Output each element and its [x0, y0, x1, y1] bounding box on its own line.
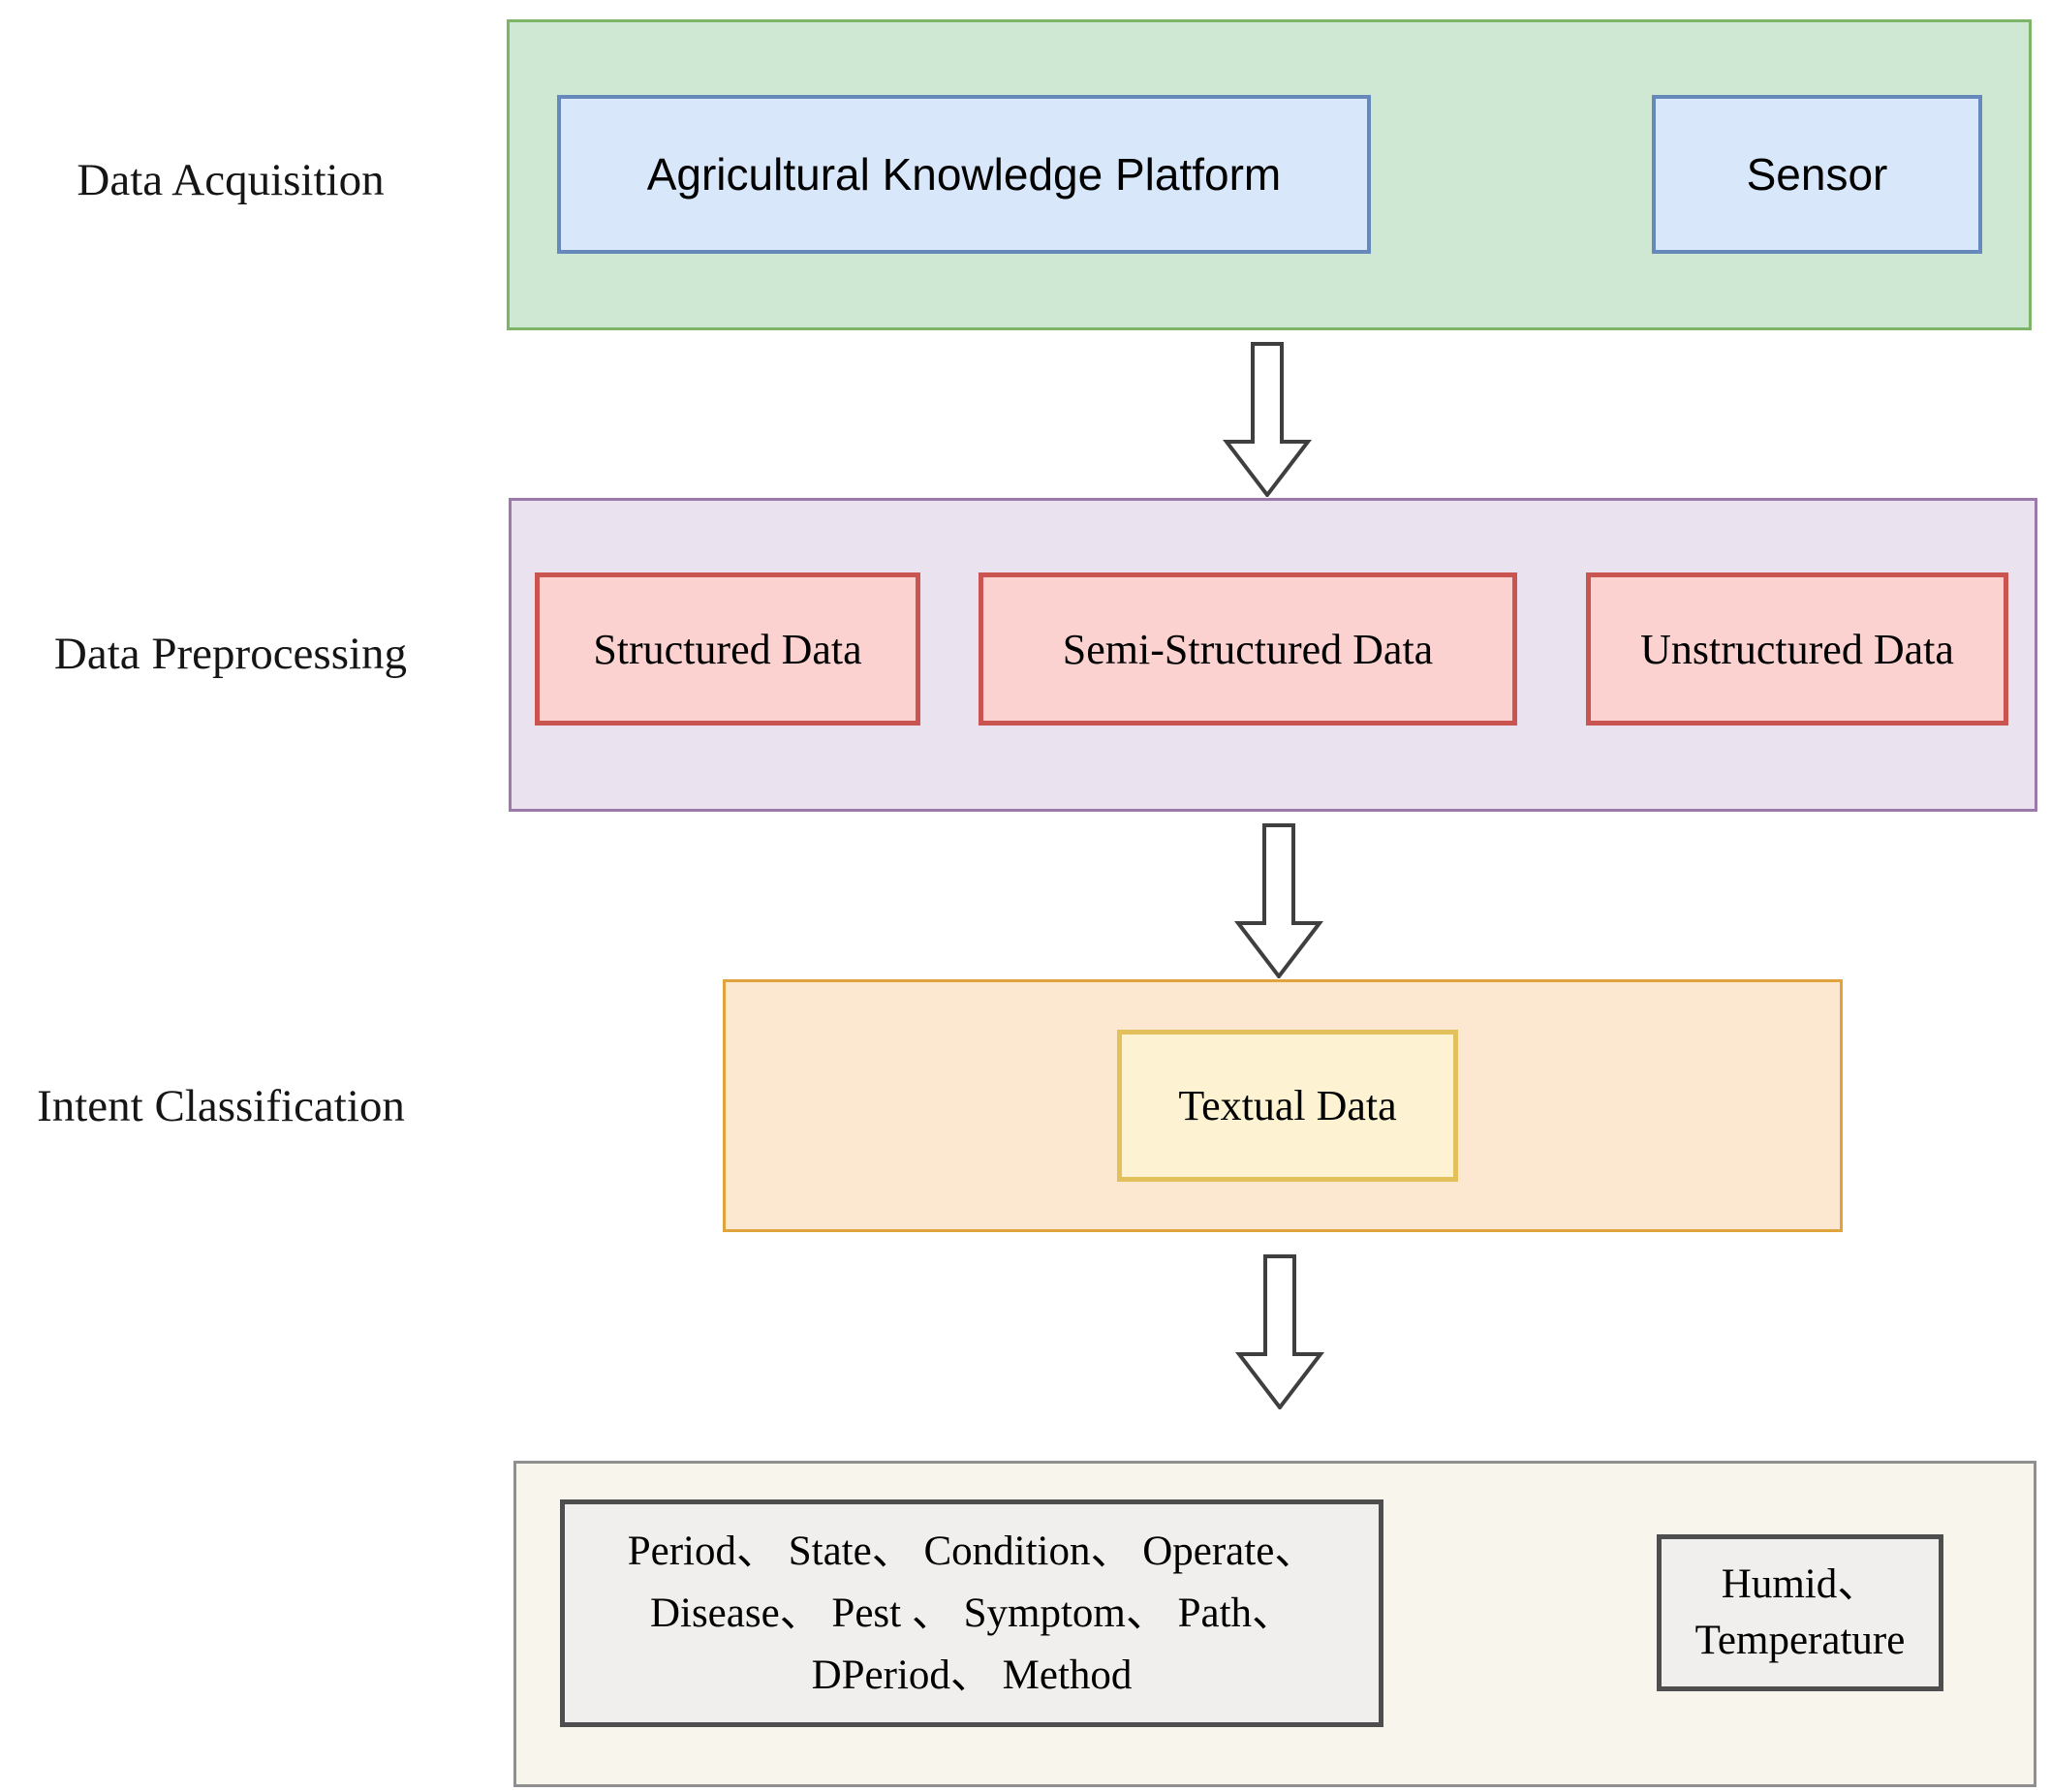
- intent-entities-line: DPeriod、 Method: [811, 1652, 1133, 1698]
- down-arrow-icon: [1222, 342, 1313, 497]
- stage-label-data-preprocessing: Data Preprocessing: [53, 629, 408, 679]
- textual-data-box: Textual Data: [1117, 1030, 1458, 1182]
- down-arrow-icon: [1234, 1254, 1325, 1409]
- sensor-box: Sensor: [1652, 95, 1982, 254]
- unstructured-data-box: Unstructured Data: [1586, 572, 2008, 726]
- intent-entities-line: Period、 State、 Condition、 Operate、: [627, 1528, 1317, 1574]
- agricultural-knowledge-platform-box: Agricultural Knowledge Platform: [557, 95, 1371, 254]
- structured-data-box: Structured Data: [535, 572, 920, 726]
- sensor-entities-line: Temperature: [1694, 1618, 1906, 1663]
- intent-entities-line: Disease、 Pest 、 Symptom、 Path、: [649, 1590, 1294, 1636]
- sensor-entities-box: Humid、 Temperature: [1657, 1534, 1943, 1691]
- sensor-entities-line: Humid、: [1721, 1561, 1880, 1607]
- intent-entities-box: Period、 State、 Condition、 Operate、 Disea…: [560, 1499, 1383, 1727]
- down-arrow-icon: [1233, 823, 1324, 978]
- semi-structured-data-box: Semi-Structured Data: [979, 572, 1517, 726]
- stage-label-intent-classification: Intent Classification: [37, 1081, 405, 1131]
- stage-label-data-acquisition: Data Acquisition: [77, 155, 385, 205]
